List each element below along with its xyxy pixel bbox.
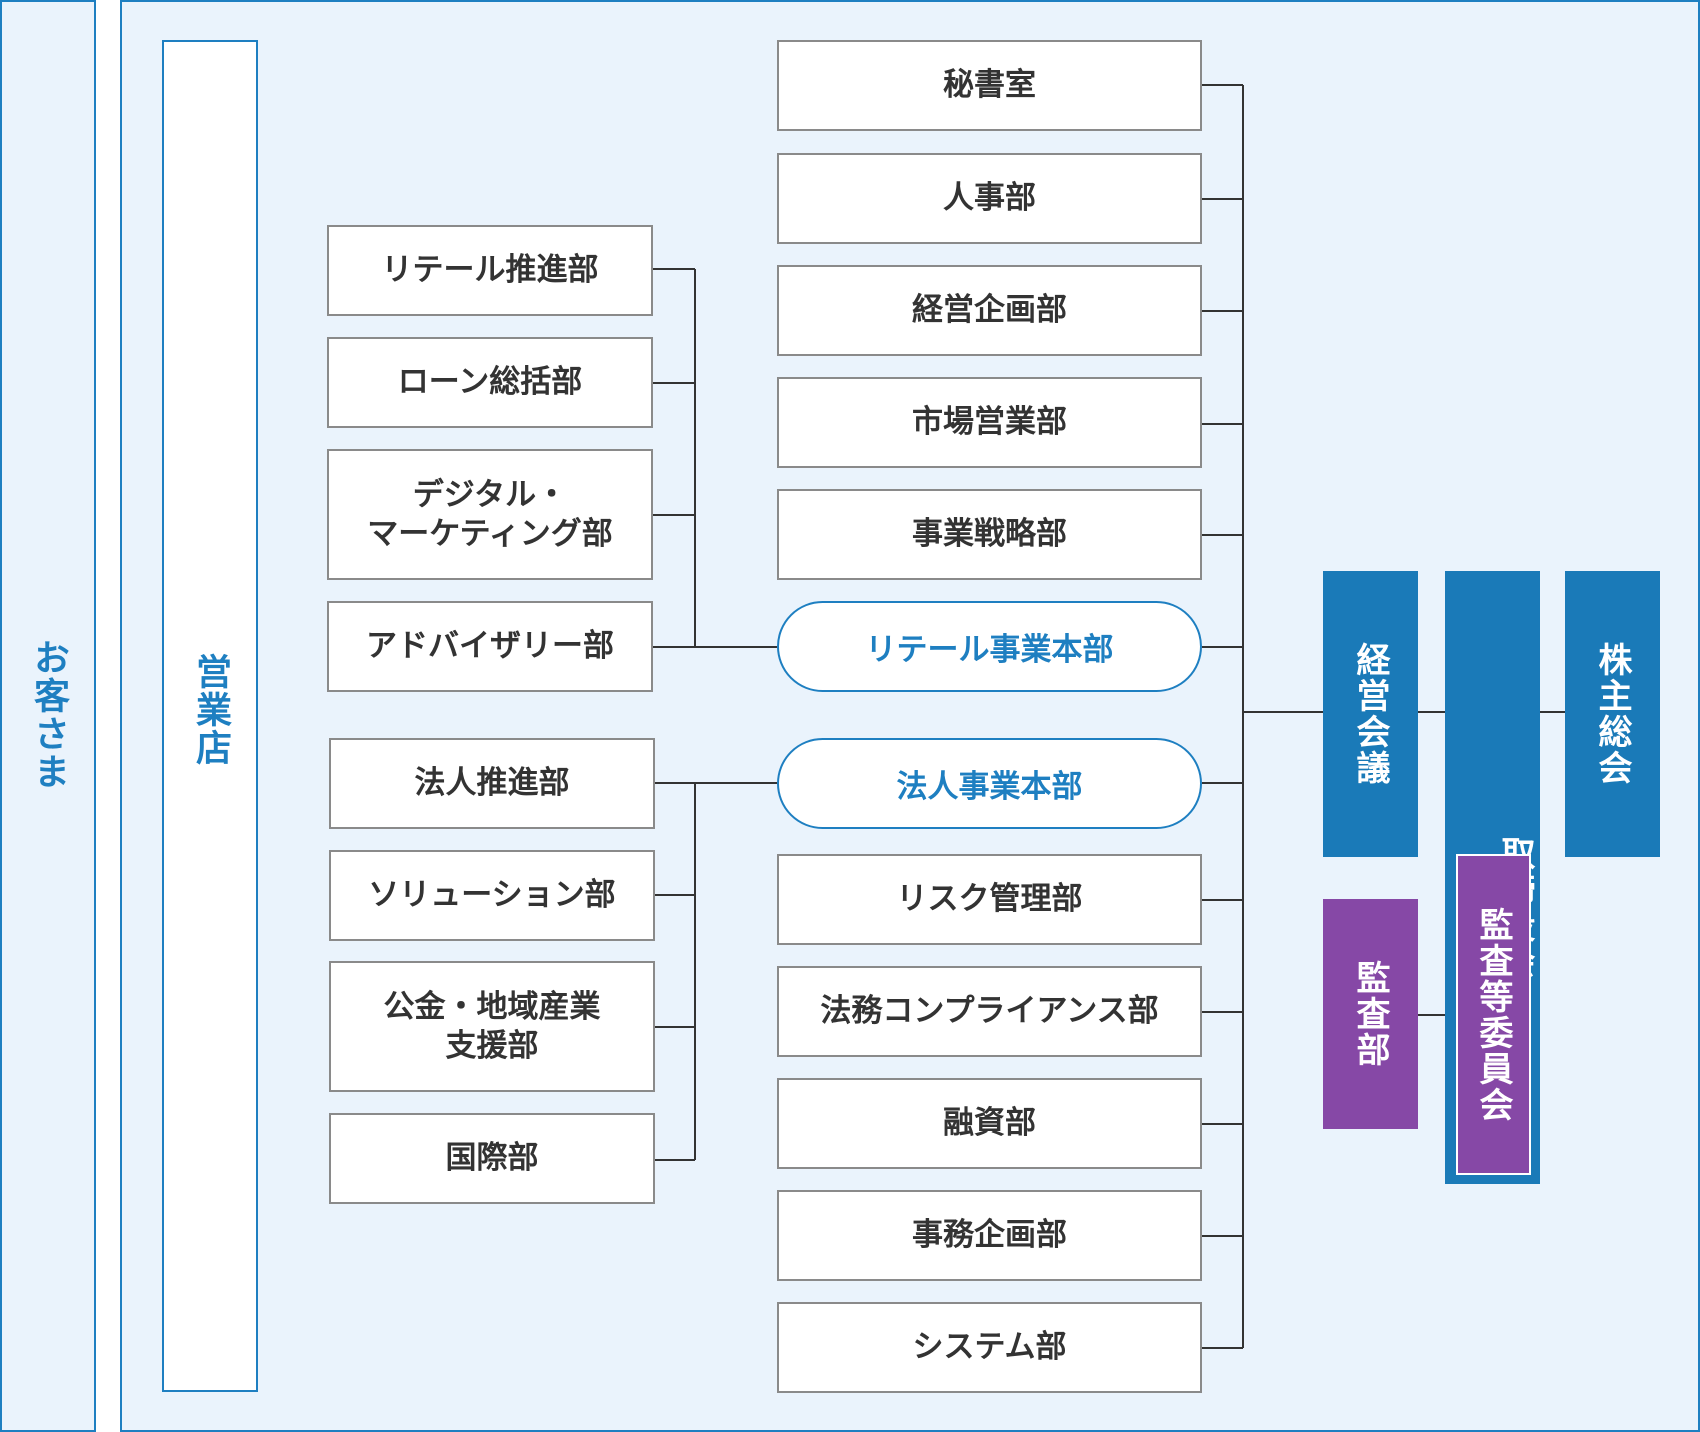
dept-solution[interactable]: ソリューション部 [329, 850, 655, 941]
shareholders-meeting[interactable]: 株主総会 [1565, 571, 1660, 857]
dept-secretariat[interactable]: 秘書室 [777, 40, 1202, 131]
branch-box [162, 40, 258, 1392]
dept-legal-compliance[interactable]: 法務コンプライアンス部 [777, 966, 1202, 1057]
dept-operations-planning[interactable]: 事務企画部 [777, 1190, 1202, 1281]
dept-corporate-promotion[interactable]: 法人推進部 [329, 738, 655, 829]
audit-department[interactable]: 監査部 [1323, 899, 1418, 1129]
dept-public-regional[interactable]: 公金・地域産業 支援部 [329, 961, 655, 1092]
dept-lending[interactable]: 融資部 [777, 1078, 1202, 1169]
dept-hr[interactable]: 人事部 [777, 153, 1202, 244]
corporate-hq[interactable]: 法人事業本部 [777, 738, 1202, 829]
dept-retail-promotion[interactable]: リテール推進部 [327, 225, 653, 316]
audit-committee[interactable]: 監査等委員会 [1456, 854, 1531, 1175]
dept-market-sales[interactable]: 市場営業部 [777, 377, 1202, 468]
dept-corporate-planning[interactable]: 経営企画部 [777, 265, 1202, 356]
dept-systems[interactable]: システム部 [777, 1302, 1202, 1393]
dept-international[interactable]: 国際部 [329, 1113, 655, 1204]
customers-label: お客さま [28, 639, 69, 791]
dept-digital-marketing[interactable]: デジタル・ マーケティング部 [327, 449, 653, 580]
dept-risk-management[interactable]: リスク管理部 [777, 854, 1202, 945]
dept-loan-management[interactable]: ローン総括部 [327, 337, 653, 428]
retail-hq[interactable]: リテール事業本部 [777, 601, 1202, 692]
dept-advisory[interactable]: アドバイザリー部 [327, 601, 653, 692]
management-meeting[interactable]: 経営会議 [1323, 571, 1418, 857]
branch-label: 営業店 [190, 653, 231, 767]
dept-business-strategy[interactable]: 事業戦略部 [777, 489, 1202, 580]
customers-panel [0, 0, 96, 1432]
